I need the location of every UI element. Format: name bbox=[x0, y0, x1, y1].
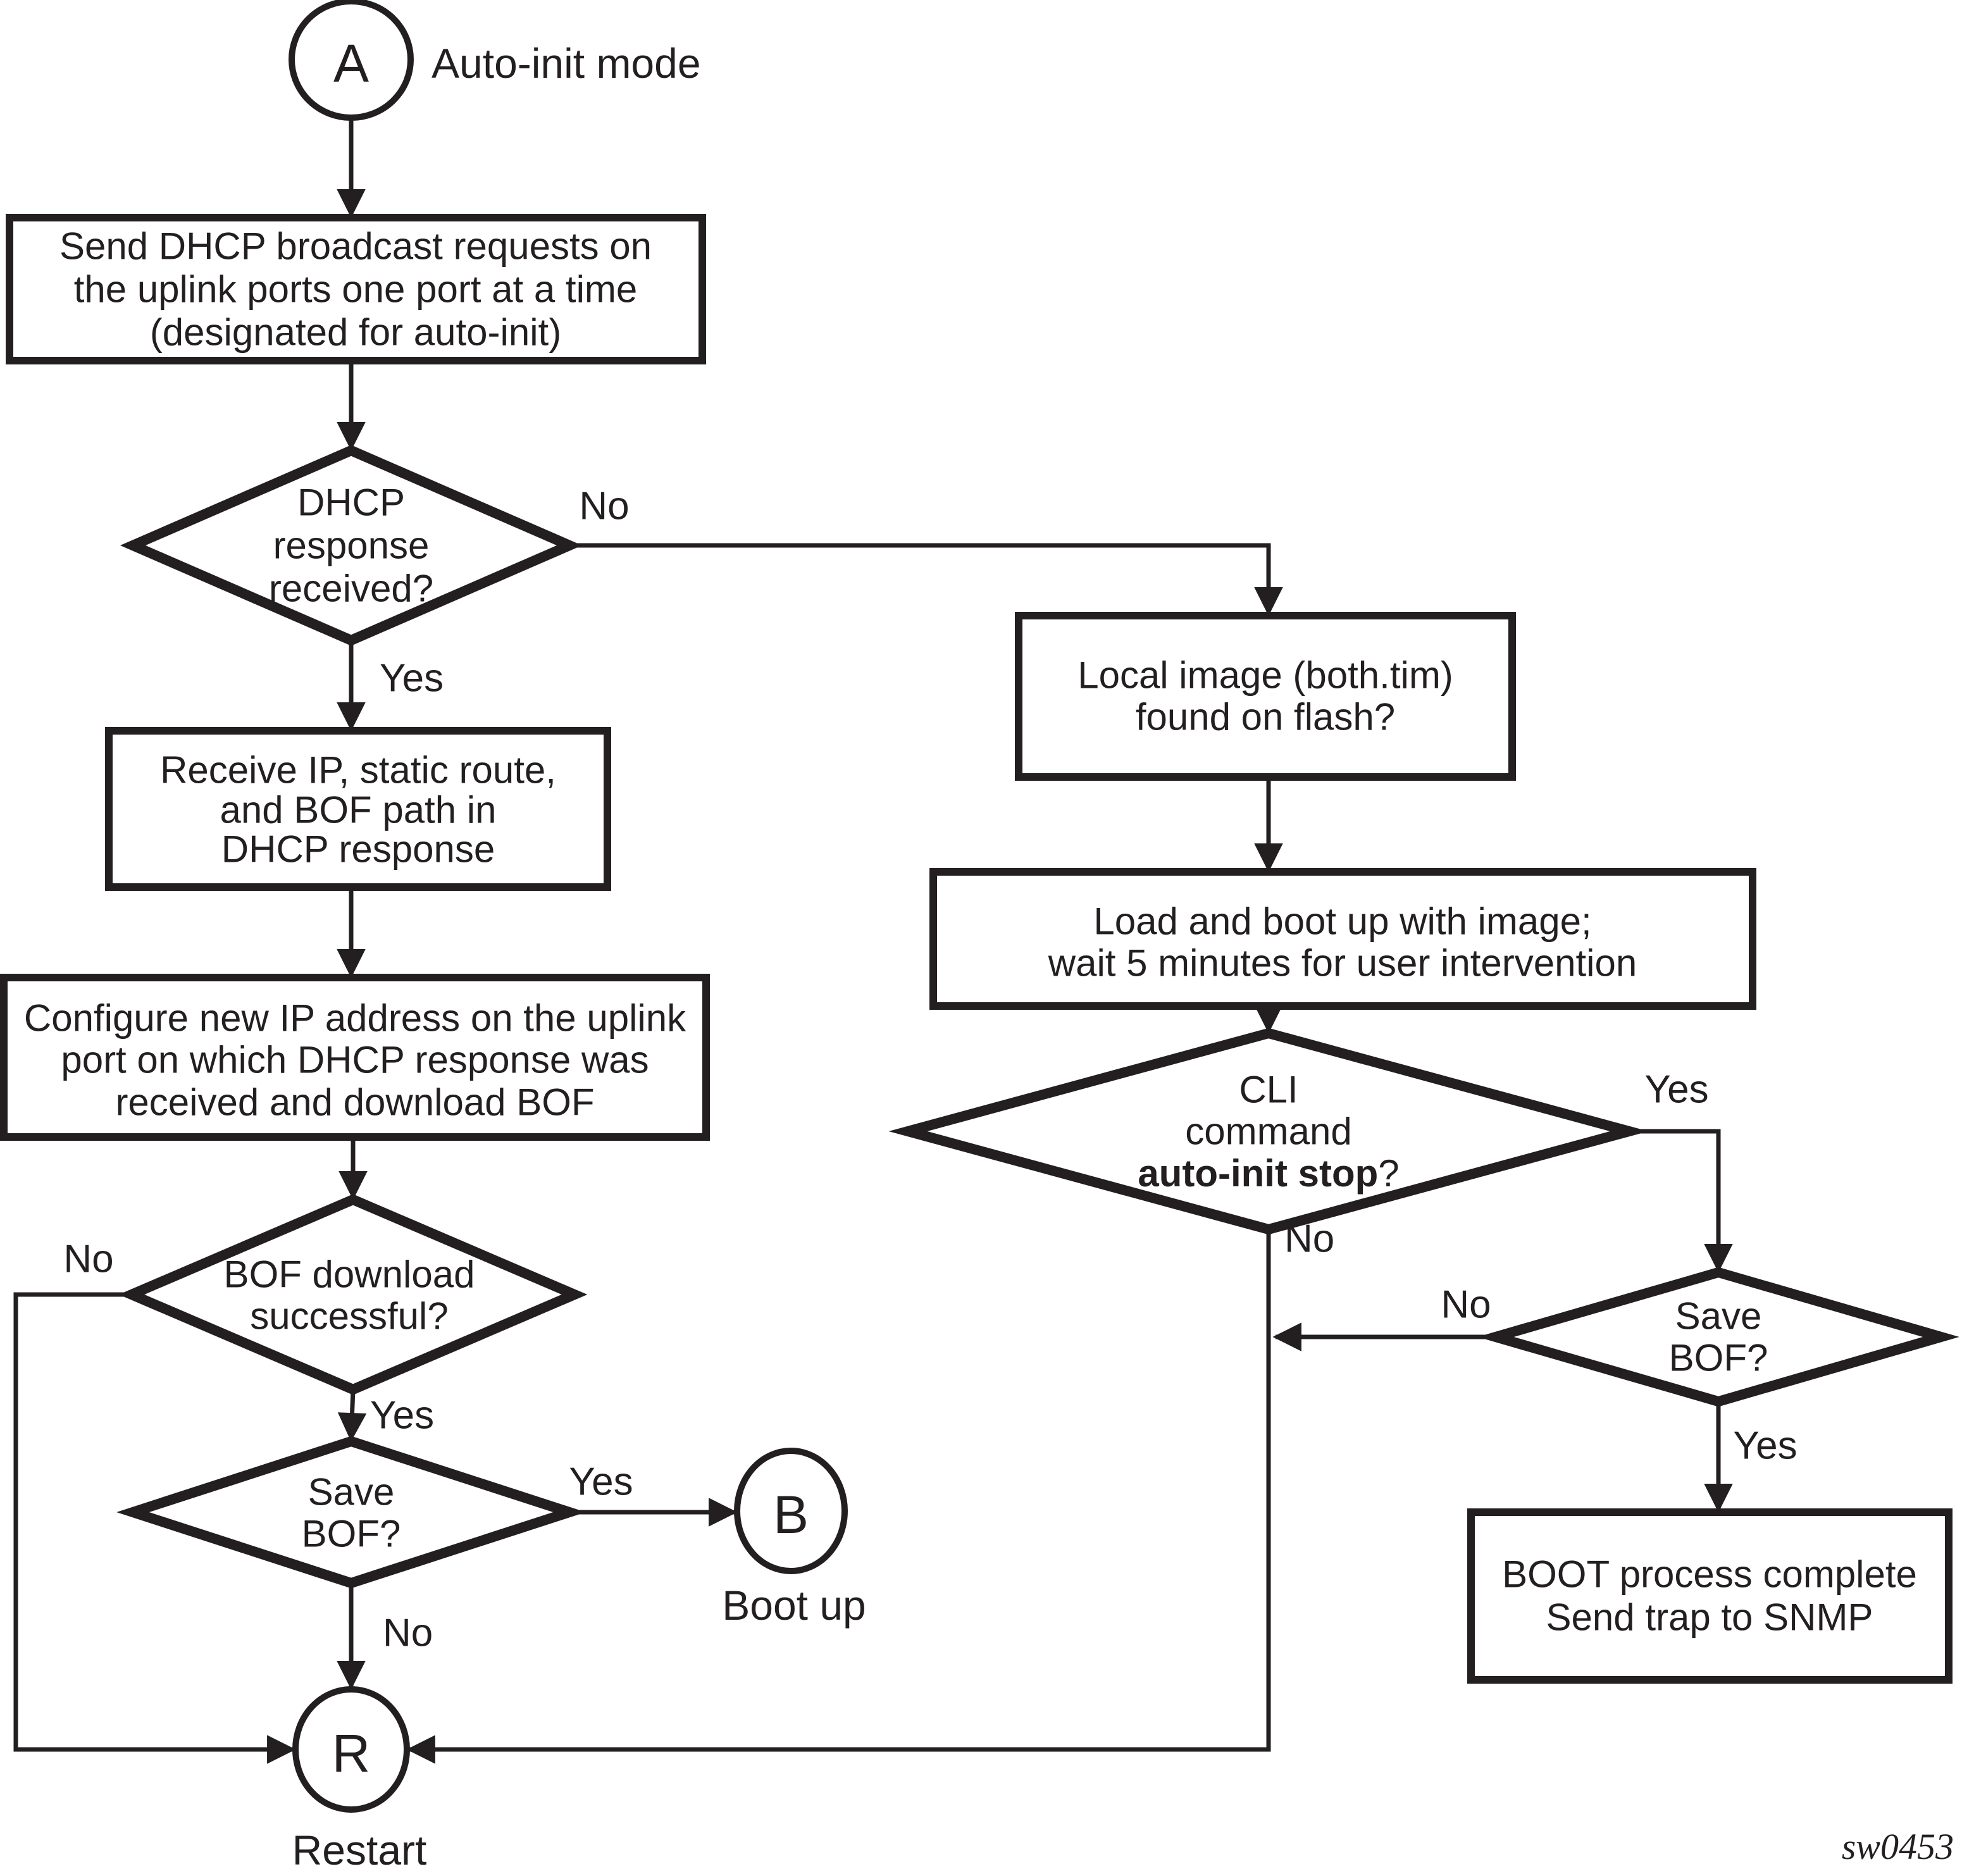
decision-save-bof-left bbox=[116, 1436, 586, 1589]
decision-save-bof-right-line2: BOF? bbox=[1669, 1337, 1768, 1379]
decision-dhcp-response-line3: received? bbox=[269, 568, 433, 610]
label-dhcp-yes: Yes bbox=[380, 657, 444, 700]
decision-save-bof-right bbox=[1477, 1267, 1959, 1407]
process-send-dhcp-line1: Send DHCP broadcast requests on bbox=[59, 225, 652, 268]
decision-cli-command-line2: command bbox=[1185, 1110, 1351, 1153]
label-cli-yes: Yes bbox=[1644, 1068, 1708, 1112]
terminator-a bbox=[289, 0, 414, 121]
process-receive-ip-line1: Receive IP, static route, bbox=[160, 749, 556, 792]
edge-cli-yes-to-save-bof-right bbox=[1629, 1129, 1733, 1273]
label-dhcp-no: No bbox=[579, 485, 629, 528]
process-boot-complete-line1: BOOT process complete bbox=[1502, 1553, 1917, 1596]
label-bof-yes: Yes bbox=[370, 1394, 434, 1438]
decision-cli-command-line1: CLI bbox=[1239, 1069, 1298, 1111]
process-boot-complete-line2: Send trap to SNMP bbox=[1546, 1596, 1873, 1639]
label-cli-no: No bbox=[1284, 1217, 1334, 1261]
process-send-dhcp-line2: the uplink ports one port at a time bbox=[74, 268, 638, 311]
terminator-r-caption: Restart bbox=[292, 1827, 427, 1873]
terminator-r-letter: R bbox=[332, 1724, 371, 1783]
process-load-boot-line1: Load and boot up with image; bbox=[1093, 900, 1591, 943]
process-configure-ip-line2: port on which DHCP response was bbox=[61, 1039, 649, 1081]
decision-dhcp-response-line1: DHCP bbox=[297, 481, 405, 524]
terminator-b-letter: B bbox=[773, 1485, 809, 1544]
label-save-right-no: No bbox=[1441, 1283, 1491, 1327]
process-receive-ip bbox=[105, 727, 611, 891]
label-save-right-yes: Yes bbox=[1733, 1424, 1797, 1468]
edge-bof-no-to-restart bbox=[13, 1292, 296, 1764]
figure-code: sw0453 bbox=[1842, 1826, 1954, 1867]
terminator-b-caption: Boot up bbox=[722, 1582, 866, 1629]
process-configure-ip-line3: received and download BOF bbox=[115, 1081, 594, 1124]
edge-bof-yes-to-save-bof-left bbox=[337, 1389, 367, 1442]
decision-cli-command-line3: auto-init stop? bbox=[1138, 1152, 1399, 1195]
decision-dhcp-response-line2: response bbox=[273, 525, 430, 567]
process-receive-ip-line2: and BOF path in bbox=[220, 789, 497, 831]
terminator-b bbox=[734, 1448, 848, 1574]
decision-cli-command bbox=[888, 1028, 1649, 1235]
process-receive-ip-line3: DHCP response bbox=[221, 828, 495, 871]
cli-command-suffix: ? bbox=[1378, 1152, 1399, 1195]
process-local-image-line2: found on flash? bbox=[1136, 696, 1395, 738]
decision-bof-download-line1: BOF download bbox=[224, 1253, 475, 1296]
terminator-r bbox=[292, 1686, 410, 1813]
process-local-image bbox=[1015, 612, 1516, 781]
decision-dhcp-response bbox=[120, 445, 583, 646]
process-send-dhcp bbox=[6, 214, 706, 364]
process-configure-ip-line1: Configure new IP address on the uplink bbox=[24, 997, 686, 1040]
process-load-boot-line2: wait 5 minutes for user intervention bbox=[1048, 942, 1637, 985]
cli-command-bold-text: auto-init stop bbox=[1138, 1152, 1378, 1195]
terminator-a-letter: A bbox=[333, 34, 369, 93]
edge-dhcp-no-to-local-image bbox=[569, 543, 1283, 616]
process-send-dhcp-line3: (designated for auto-init) bbox=[150, 311, 561, 354]
decision-bof-download-line2: successful? bbox=[250, 1295, 448, 1338]
terminator-a-caption: Auto-init mode bbox=[432, 40, 701, 87]
label-save-left-yes: Yes bbox=[569, 1460, 633, 1504]
decision-save-bof-right-line1: Save bbox=[1675, 1295, 1762, 1338]
edge-cli-no-to-restart bbox=[406, 1229, 1271, 1764]
process-boot-complete bbox=[1467, 1508, 1953, 1684]
decision-save-bof-left-line1: Save bbox=[308, 1471, 395, 1513]
process-local-image-line1: Local image (both.tim) bbox=[1077, 654, 1453, 697]
label-save-left-no: No bbox=[383, 1612, 433, 1655]
decision-bof-download bbox=[118, 1194, 588, 1395]
process-load-boot bbox=[929, 868, 1756, 1010]
process-configure-ip bbox=[0, 974, 710, 1141]
label-bof-no: No bbox=[63, 1238, 113, 1281]
decision-save-bof-left-line2: BOF? bbox=[302, 1513, 401, 1555]
